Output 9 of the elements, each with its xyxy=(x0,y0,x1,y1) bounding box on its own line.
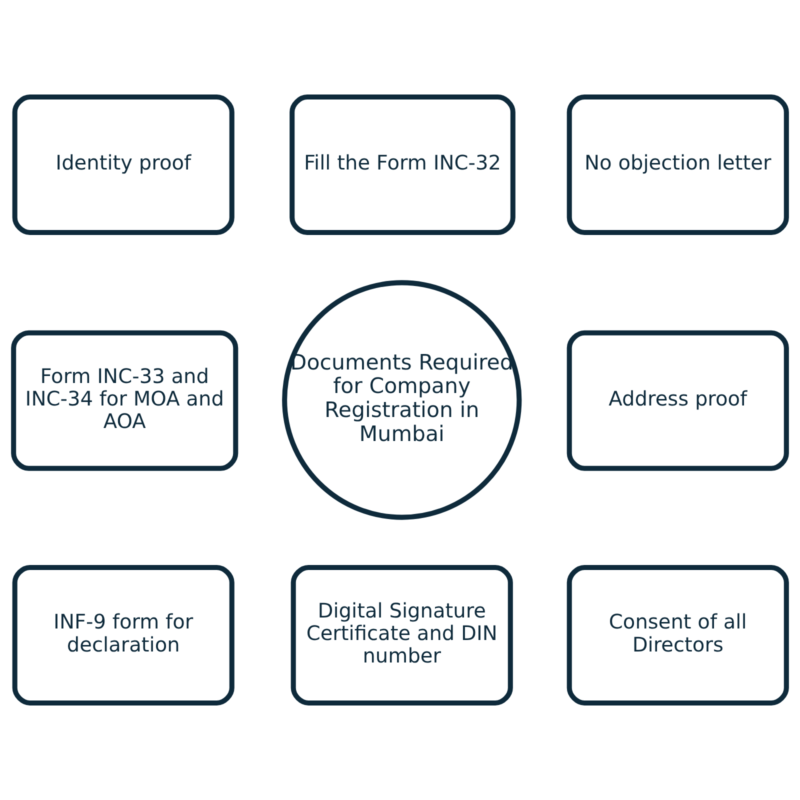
node-circle: Documents Required for Company Registration in Mumbai xyxy=(282,280,522,520)
node-box: Form INC-33 and INC-34 for MOA and AOA xyxy=(11,330,238,471)
node-box: Address proof xyxy=(566,330,789,471)
node-box: INF-9 form for declaration xyxy=(12,564,234,706)
node-box: Fill the Form INC-32 xyxy=(290,94,516,236)
node-box: No objection letter xyxy=(566,94,789,236)
node-box: Digital Signature Certificate and DIN number xyxy=(290,564,513,706)
node-box: Consent of all Directors xyxy=(566,564,789,706)
node-box: Identity proof xyxy=(12,94,234,236)
